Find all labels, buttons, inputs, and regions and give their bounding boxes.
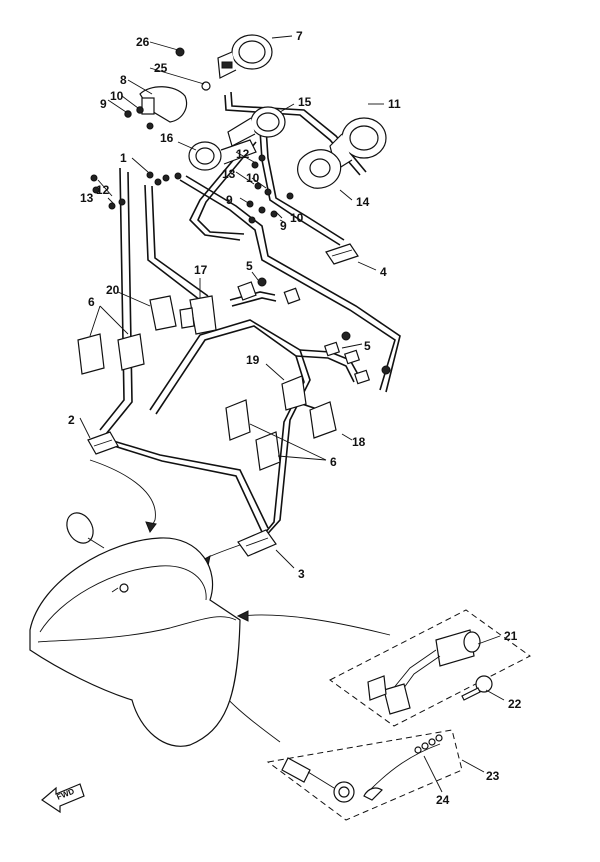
- gauge-15: [227, 106, 286, 147]
- connector-2: [87, 431, 119, 455]
- hardware-fasteners: [90, 47, 391, 375]
- switch-panel-6-right: [225, 399, 281, 471]
- switch-19: [281, 375, 307, 411]
- callout-12: 12: [96, 183, 110, 197]
- callout-23: 23: [486, 769, 500, 783]
- gauge-bracket-14: [297, 149, 342, 189]
- callout-4: 4: [380, 265, 387, 279]
- callout-15: 15: [298, 95, 312, 109]
- switch-20: [149, 295, 177, 331]
- callout-8: 8: [120, 73, 127, 87]
- switch-17: [179, 295, 217, 335]
- callout-2: 2: [68, 413, 75, 427]
- callout-21: 21: [504, 629, 518, 643]
- kit-box-21: [329, 609, 531, 727]
- connector-5-lower: [323, 341, 371, 385]
- wire-harness: [99, 91, 401, 545]
- callout-1: 1: [120, 151, 127, 165]
- callout-22: 22: [508, 697, 522, 711]
- bracket-8: [139, 86, 188, 123]
- callout-13: 13: [222, 167, 236, 181]
- callout-16: 16: [160, 131, 174, 145]
- callout-14: 14: [356, 195, 370, 209]
- callout-25: 25: [154, 61, 168, 75]
- watercraft-hull: [29, 512, 241, 747]
- ignition-switch-21: [367, 629, 481, 715]
- callout-18: 18: [352, 435, 366, 449]
- callout-labels: 26 7 25 8 9 10 15 11 16 1 12 13 10 12 13…: [68, 29, 522, 807]
- callout-9: 9: [280, 219, 287, 233]
- callout-7: 7: [296, 29, 303, 43]
- callout-5: 5: [364, 339, 371, 353]
- switch-panel-6-left: [77, 333, 145, 375]
- switch-18: [309, 401, 337, 439]
- gauge-7: [217, 34, 273, 79]
- callout-3: 3: [298, 567, 305, 581]
- callout-6: 6: [88, 295, 95, 309]
- callout-9: 9: [100, 97, 107, 111]
- connector-5-upper: [237, 281, 301, 305]
- key-22: [461, 675, 493, 701]
- fwd-direction-marker: FWD: [41, 783, 85, 814]
- connector-4: [325, 243, 359, 265]
- callout-17: 17: [194, 263, 208, 277]
- callout-9: 9: [226, 193, 233, 207]
- callout-10: 10: [290, 211, 304, 225]
- callout-26: 26: [136, 35, 150, 49]
- callout-5: 5: [246, 259, 253, 273]
- leader-lines: [79, 35, 505, 793]
- callout-20: 20: [106, 283, 120, 297]
- callout-13: 13: [80, 191, 94, 205]
- kit-box-23: [266, 729, 463, 821]
- callout-11: 11: [388, 97, 401, 111]
- callout-24: 24: [436, 793, 450, 807]
- callout-19: 19: [246, 353, 260, 367]
- kill-switch-24: [281, 734, 443, 803]
- gauge-16: [188, 139, 257, 171]
- connector-3: [237, 529, 277, 557]
- callout-12: 12: [236, 147, 250, 161]
- callout-6: 6: [330, 455, 337, 469]
- callout-10: 10: [110, 89, 124, 103]
- callout-10: 10: [246, 171, 260, 185]
